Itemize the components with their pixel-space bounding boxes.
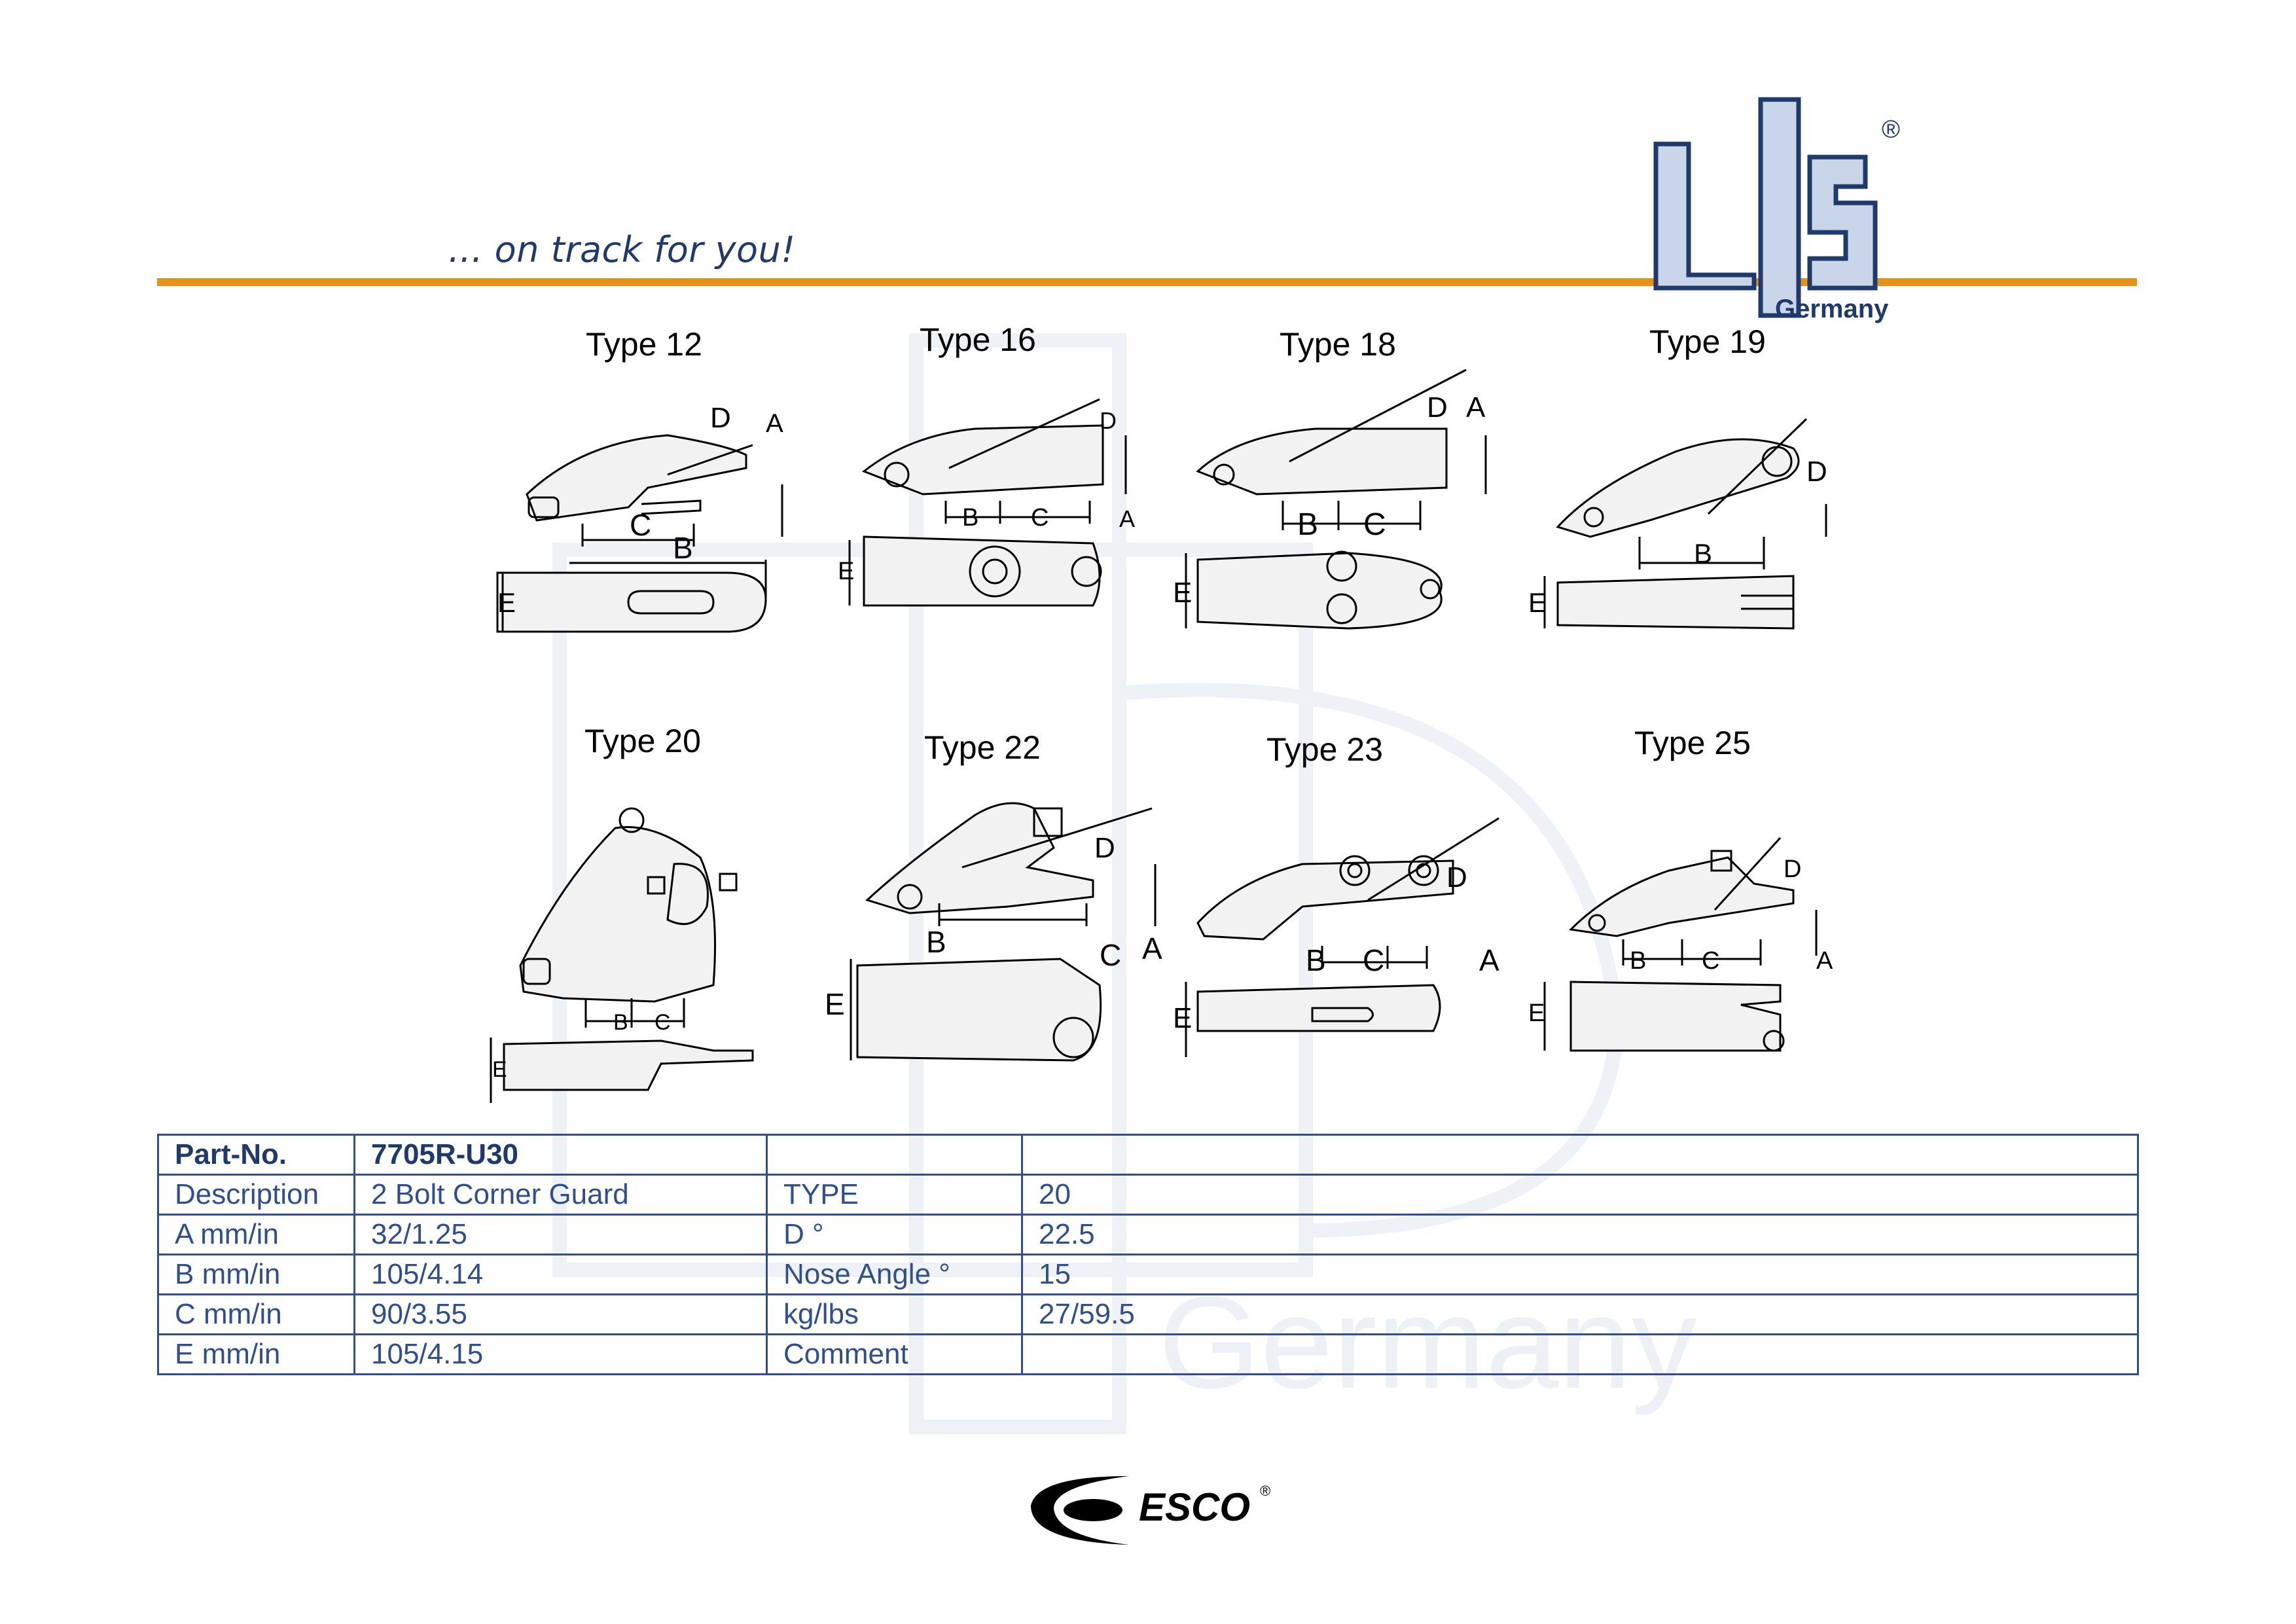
type-16-dim-d: D bbox=[1100, 407, 1117, 434]
type-18-dim-d: D bbox=[1427, 391, 1448, 424]
type-22-dim-a: A bbox=[1142, 931, 1162, 965]
type-23-dim-e: E bbox=[1173, 1002, 1192, 1034]
type-18-label: Type 18 bbox=[1280, 326, 1396, 363]
table-row: Part-No. 7705R-U30 bbox=[157, 1134, 2139, 1176]
header-rule bbox=[157, 278, 2137, 286]
table-cell: 105/4.14 bbox=[353, 1254, 768, 1295]
type-12-dim-b: B bbox=[673, 531, 693, 565]
table-cell: TYPE bbox=[766, 1174, 1023, 1216]
type-23-drawing: D B C A E bbox=[1173, 817, 1499, 1057]
type-19-dim-b: B bbox=[1694, 538, 1712, 569]
table-cell: A mm/in bbox=[157, 1214, 355, 1255]
table-cell: 2 Bolt Corner Guard bbox=[353, 1174, 768, 1216]
type-20-dim-c: C bbox=[655, 1010, 671, 1035]
type-25-dim-d: D bbox=[1784, 856, 1801, 883]
type-12-dim-e: E bbox=[497, 587, 516, 618]
type-20-label: Type 20 bbox=[584, 723, 701, 759]
type-20-dim-e: E bbox=[492, 1057, 507, 1082]
table-cell: Nose Angle ° bbox=[766, 1254, 1023, 1295]
type-23-dim-a: A bbox=[1479, 943, 1499, 977]
type-16-dim-c: C bbox=[1031, 504, 1049, 532]
type-18-dim-a: A bbox=[1466, 391, 1486, 424]
type-22-dim-d: D bbox=[1094, 832, 1115, 864]
table-cell: Description bbox=[157, 1174, 355, 1216]
table-row: A mm/in 32/1.25 D ° 22.5 bbox=[157, 1214, 2139, 1255]
type-25-dim-e: E bbox=[1528, 1000, 1545, 1027]
type-22-dim-e: E bbox=[825, 987, 845, 1021]
table-row: B mm/in 105/4.14 Nose Angle ° 15 bbox=[157, 1254, 2139, 1295]
table-cell: 22.5 bbox=[1021, 1214, 2139, 1255]
logo-registered: ® bbox=[1882, 116, 1900, 143]
table-row: C mm/in 90/3.55 kg/lbs 27/59.5 bbox=[157, 1293, 2139, 1335]
spec-table: Part-No. 7705R-U30 Description 2 Bolt Co… bbox=[157, 1134, 2139, 1375]
table-cell: 27/59.5 bbox=[1021, 1293, 2139, 1335]
type-12-dim-c: C bbox=[630, 508, 651, 542]
type-20-dim-b: B bbox=[613, 1010, 628, 1035]
table-cell: C mm/in bbox=[157, 1293, 355, 1335]
table-cell: Comment bbox=[766, 1333, 1023, 1375]
table-cell: Part-No. bbox=[157, 1134, 355, 1176]
esco-logo: ESCO ® bbox=[1031, 1476, 1270, 1545]
lis-germany-logo: ® Germany bbox=[1653, 97, 1900, 323]
type-18-dim-e: E bbox=[1173, 577, 1192, 609]
table-cell: D ° bbox=[766, 1214, 1023, 1255]
type-12-label: Type 12 bbox=[586, 326, 702, 363]
logo-subtext: Germany bbox=[1775, 295, 1889, 323]
type-19-label: Type 19 bbox=[1649, 323, 1766, 360]
type-16-dim-e: E bbox=[838, 558, 854, 585]
table-cell: 90/3.55 bbox=[353, 1293, 768, 1335]
type-16-label: Type 16 bbox=[920, 321, 1036, 358]
table-cell bbox=[1021, 1134, 2139, 1176]
table-row: E mm/in 105/4.15 Comment bbox=[157, 1333, 2139, 1375]
table-cell: 105/4.15 bbox=[353, 1333, 768, 1375]
type-18-dim-b: B bbox=[1297, 507, 1318, 542]
tagline: ... on track for you! bbox=[448, 229, 796, 270]
table-row: Description 2 Bolt Corner Guard TYPE 20 bbox=[157, 1174, 2139, 1216]
table-cell: B mm/in bbox=[157, 1254, 355, 1295]
type-22-drawing: D B C A E bbox=[825, 802, 1162, 1062]
type-25-dim-c: C bbox=[1702, 947, 1719, 975]
type-20-drawing: B C E bbox=[490, 807, 754, 1103]
type-23-dim-c: C bbox=[1363, 943, 1384, 977]
type-25-dim-a: A bbox=[1816, 947, 1833, 975]
type-19-dim-e: E bbox=[1528, 587, 1547, 618]
table-cell: 7705R-U30 bbox=[353, 1134, 768, 1176]
type-16-dim-a: A bbox=[1119, 505, 1135, 532]
type-18-drawing: D A B C E bbox=[1173, 369, 1487, 630]
table-cell: 20 bbox=[1021, 1174, 2139, 1216]
type-19-dim-d: D bbox=[1806, 456, 1827, 488]
type-22-label: Type 22 bbox=[924, 729, 1041, 766]
table-cell: 32/1.25 bbox=[353, 1214, 768, 1255]
type-23-dim-b: B bbox=[1306, 943, 1326, 977]
type-22-dim-c: C bbox=[1100, 938, 1121, 972]
type-16-dim-b: B bbox=[962, 504, 978, 532]
spec-table-body: Part-No. 7705R-U30 Description 2 Bolt Co… bbox=[157, 1134, 2139, 1375]
table-cell: 15 bbox=[1021, 1254, 2139, 1295]
type-18-dim-c: C bbox=[1363, 507, 1386, 542]
type-16-drawing: D B C A E bbox=[838, 398, 1135, 607]
type-19-drawing: D B E bbox=[1528, 418, 1827, 630]
type-25-label: Type 25 bbox=[1634, 725, 1751, 761]
type-12-dim-d: D bbox=[710, 402, 731, 434]
table-cell bbox=[1021, 1333, 2139, 1375]
type-12-dim-a: A bbox=[766, 409, 783, 438]
type-22-dim-b: B bbox=[926, 925, 946, 959]
table-cell: kg/lbs bbox=[766, 1293, 1023, 1335]
type-12-drawing: D A C B E bbox=[496, 402, 783, 633]
table-cell: E mm/in bbox=[157, 1333, 355, 1375]
table-cell bbox=[766, 1134, 1023, 1176]
esco-registered: ® bbox=[1260, 1483, 1270, 1499]
esco-wordmark: ESCO bbox=[1139, 1485, 1250, 1529]
type-25-drawing: D B C A E bbox=[1528, 837, 1833, 1052]
type-25-dim-b: B bbox=[1630, 947, 1646, 975]
type-23-dim-d: D bbox=[1446, 861, 1467, 893]
type-23-label: Type 23 bbox=[1266, 731, 1383, 768]
